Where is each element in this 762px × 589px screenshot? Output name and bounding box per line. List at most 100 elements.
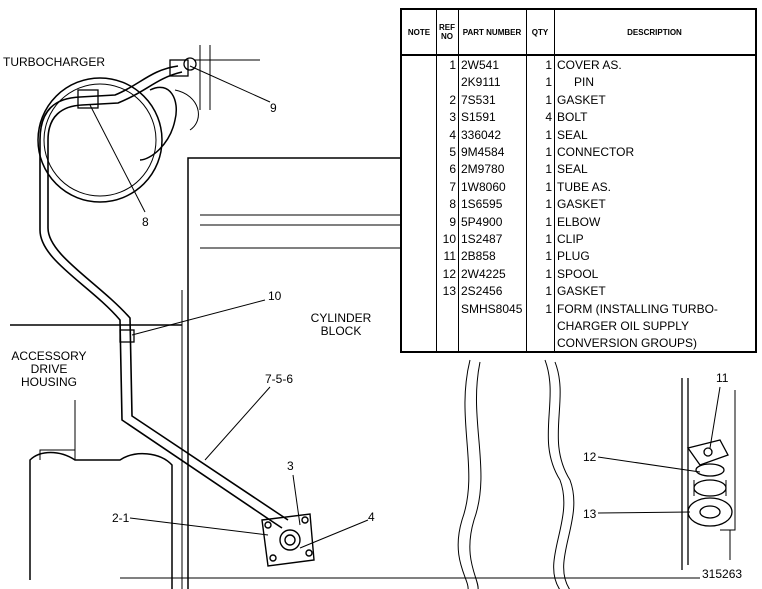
table-row: 4 336042 1 SEAL [402, 127, 755, 145]
cell-qty: 1 [545, 284, 552, 299]
table-row: CHARGER OIL SUPPLY [402, 318, 755, 336]
tube-fittings [77, 57, 197, 343]
accessory-label-line3: HOUSING [20, 375, 77, 389]
table-row: 7 1W8060 1 TUBE AS. [402, 179, 755, 197]
cell-ref: 12 [442, 266, 456, 281]
cell-desc: CHARGER OIL SUPPLY [557, 319, 690, 333]
cell-ref: 5 [449, 145, 456, 159]
cell-qty: 1 [545, 127, 552, 142]
cell-ref: 9 [449, 214, 456, 229]
cell-qty: 4 [545, 110, 552, 125]
cell-part: 7S531 [461, 92, 496, 107]
cell-ref: 2 [449, 92, 456, 107]
accessory-housing-drawing [10, 324, 182, 589]
cell-desc: TUBE AS. [557, 179, 612, 194]
callout-leaders [89, 65, 721, 549]
col-divider [436, 10, 437, 351]
callout-13: 13 [583, 507, 597, 521]
callout-9: 9 [270, 101, 277, 115]
cell-qty: 1 [545, 145, 552, 159]
turbocharger-drawing [37, 45, 260, 203]
cell-qty: 1 [545, 266, 552, 281]
table-row: CONVERSION GROUPS) [402, 335, 755, 353]
table-header-row: NOTE REF NO PART NUMBER QTY DESCRIPTION [402, 10, 755, 56]
callout-3: 3 [287, 459, 294, 473]
accessory-drive-housing-label: ACCESSORY DRIVE HOUSING [4, 350, 94, 389]
cell-desc: ELBOW [557, 214, 601, 229]
callout-8: 8 [142, 215, 149, 229]
parts-list-table: NOTE REF NO PART NUMBER QTY DESCRIPTION … [400, 8, 757, 353]
cell-ref: 11 [443, 249, 456, 264]
table-row: 5 9M4584 1 CONNECTOR [402, 144, 755, 162]
cell-part: 336042 [461, 127, 502, 142]
table-row: 12 2W4225 1 SPOOL [402, 266, 755, 284]
cell-desc: FORM (INSTALLING TURBO- [557, 301, 718, 316]
cover-assembly [261, 513, 315, 567]
col-divider [458, 10, 459, 351]
accessory-label-line2: DRIVE [30, 362, 68, 376]
callout-10: 10 [268, 289, 282, 303]
figure-number: 315263 [702, 567, 743, 581]
col-divider [554, 10, 555, 351]
cell-qty: 1 [545, 301, 552, 316]
cell-qty: 1 [545, 58, 552, 72]
cell-ref: 13 [442, 284, 456, 299]
cell-desc: SEAL [557, 127, 588, 142]
callout-7-5-6: 7-5-6 [265, 372, 294, 386]
cell-part: SMHS8045 [461, 301, 523, 316]
cell-part: 2W4225 [461, 266, 506, 281]
cell-desc: SPOOL [557, 266, 599, 281]
cell-qty: 1 [545, 162, 552, 177]
callout-12: 12 [583, 450, 597, 464]
cell-ref: 4 [449, 127, 456, 142]
turbocharger-label: TURBOCHARGER [3, 55, 106, 69]
cell-part: 5P4900 [461, 214, 503, 229]
cylinder-block-label-line1: CYLINDER [310, 311, 372, 325]
cell-desc: CONNECTOR [557, 145, 635, 159]
cell-desc: CLIP [557, 232, 584, 246]
cell-desc: BOLT [557, 110, 588, 125]
cell-part: 1S6595 [461, 197, 503, 212]
header-qty: QTY [531, 27, 549, 37]
plug-spool-assembly [681, 378, 736, 570]
header-description: DESCRIPTION [627, 27, 682, 37]
table-row: 8 1S6595 1 GASKET [402, 196, 755, 214]
cylinder-block-label: CYLINDER BLOCK [305, 312, 377, 338]
header-ref-no: REF NO [439, 23, 455, 41]
cell-desc: SEAL [557, 162, 588, 177]
cell-part: 1W8060 [461, 179, 506, 194]
cell-ref: 1 [449, 58, 456, 72]
cell-desc: GASKET [557, 197, 606, 212]
cell-ref: 10 [442, 232, 456, 246]
cell-desc: GASKET [557, 92, 606, 107]
cell-desc: PIN [574, 75, 595, 90]
cell-qty: 1 [545, 197, 552, 212]
cell-ref: 3 [449, 110, 456, 125]
cell-part: 9M4584 [461, 145, 505, 159]
cell-desc: CONVERSION GROUPS) [557, 336, 698, 351]
cell-part: S1591 [461, 110, 496, 125]
table-row: SMHS8045 1 FORM (INSTALLING TURBO- [402, 301, 755, 319]
callout-2-1: 2-1 [112, 511, 130, 525]
callout-11: 11 [716, 371, 729, 385]
cell-desc: GASKET [557, 284, 606, 299]
oil-supply-tube [39, 65, 289, 529]
cell-qty: 1 [545, 179, 552, 194]
cell-part: 2M9780 [461, 162, 505, 177]
cell-desc: COVER AS. [557, 58, 622, 72]
cell-ref: 8 [449, 197, 456, 212]
cell-qty: 1 [545, 232, 552, 246]
accessory-label-line1: ACCESSORY [11, 349, 87, 363]
header-note: NOTE [407, 27, 431, 37]
table-row: 3 S1591 4 BOLT [402, 109, 755, 127]
cell-ref: 7 [449, 179, 456, 194]
